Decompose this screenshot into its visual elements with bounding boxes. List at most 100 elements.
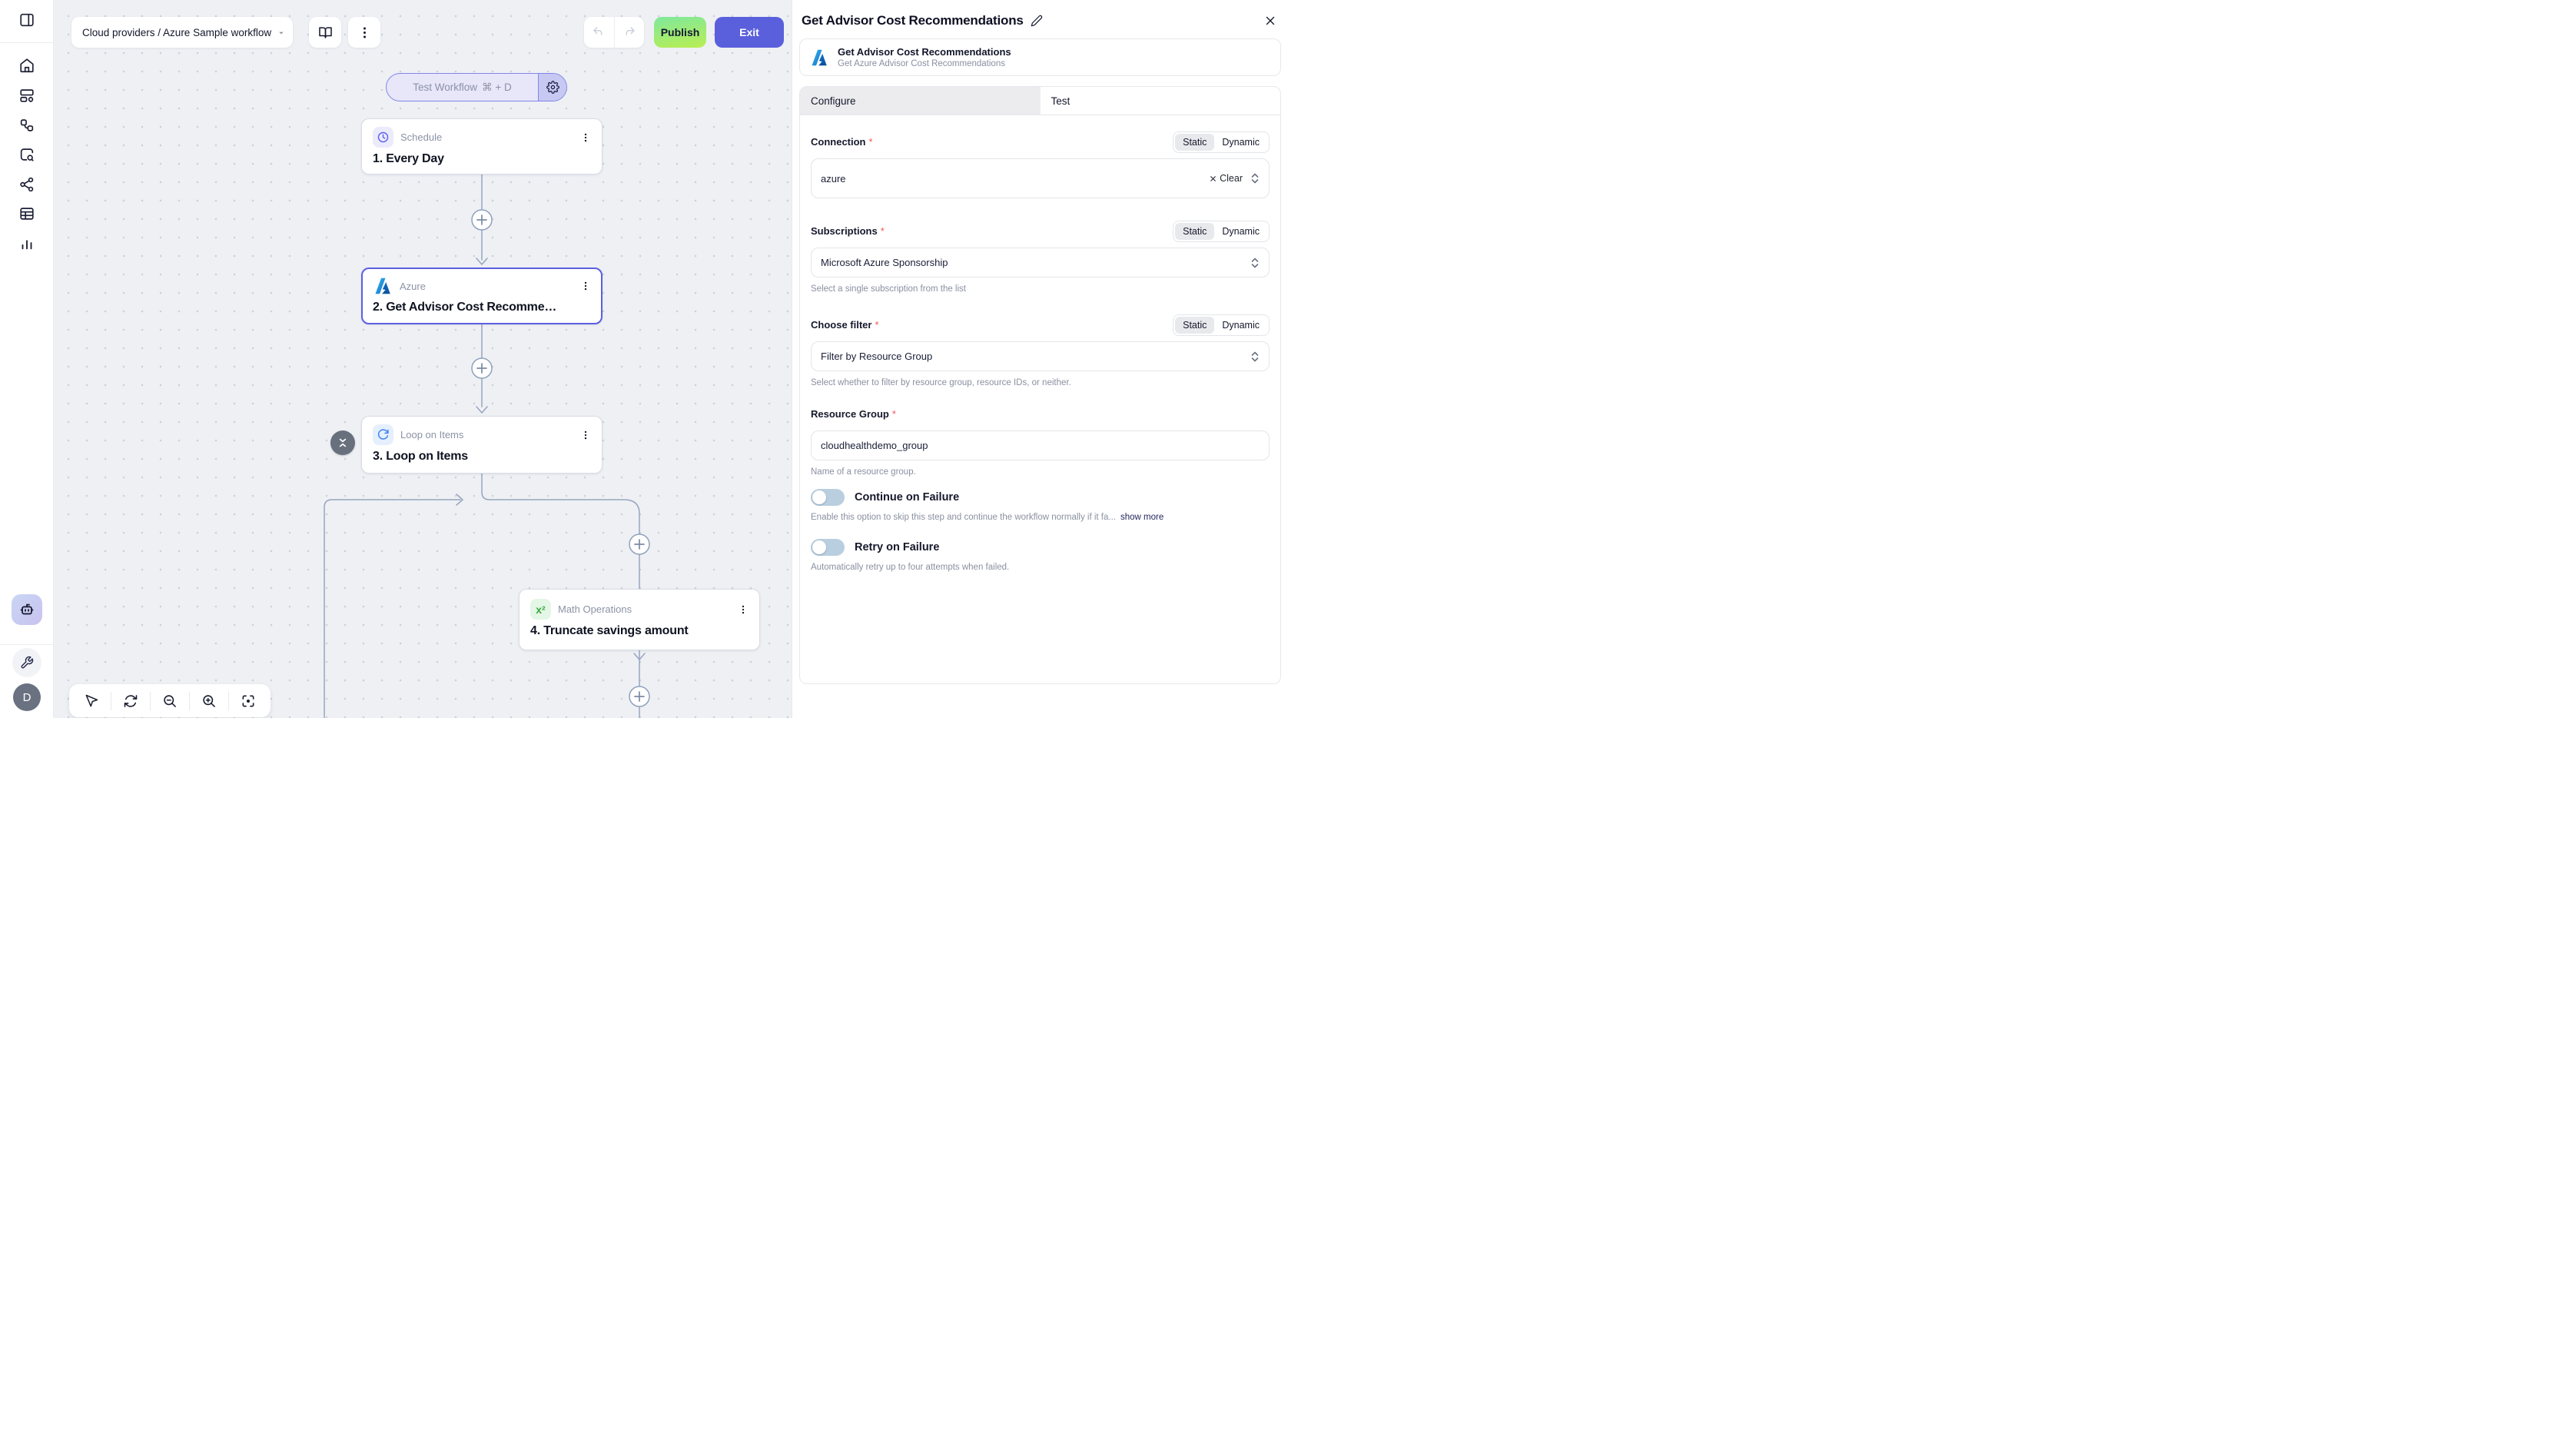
fit-view-button[interactable] [229,684,267,717]
subscriptions-helper: Select a single subscription from the li… [811,284,966,294]
breadcrumb-label: Cloud providers / Azure Sample workflow [82,26,272,38]
schedule-clock-icon [373,127,393,148]
subscriptions-select[interactable]: Microsoft Azure Sponsorship [811,248,1270,278]
publish-button[interactable]: Publish [654,17,706,48]
kebab-menu-icon [742,605,745,613]
analytics-icon[interactable] [18,234,35,251]
zoom-in-button[interactable] [190,684,228,717]
edit-pencil-icon[interactable] [1031,15,1043,27]
gear-icon [546,81,559,94]
choose-filter-field-group: Choose filter * Static Dynamic Filter by… [811,314,1270,387]
tables-icon[interactable] [18,205,35,222]
kebab-menu-icon [584,281,587,291]
show-more-link[interactable]: show more [1120,513,1164,522]
connection-label: Connection [811,136,866,148]
kebab-menu-icon [363,26,366,38]
sidebar-divider [0,644,53,645]
clear-connection-button[interactable]: Clear [1209,173,1243,184]
workflow-breadcrumb[interactable]: Cloud providers / Azure Sample workflow [71,17,293,48]
left-sidebar: D [0,0,54,718]
select-chevrons-icon [1251,173,1259,184]
share-icon[interactable] [18,176,35,193]
select-chevrons-icon [1251,258,1259,268]
resource-group-label: Resource Group [811,408,889,420]
toggle-knob [812,540,826,554]
collapse-loop-button[interactable] [330,430,355,455]
node-menu-button[interactable] [579,279,593,293]
retry-on-failure-toggle[interactable] [811,539,845,556]
ai-assistant-button[interactable] [12,594,42,625]
tab-test[interactable]: Test [1051,95,1071,107]
choose-filter-mode-toggle: Static Dynamic [1173,314,1270,336]
toggle-knob [812,490,826,504]
docs-button[interactable] [309,17,341,48]
workflow-canvas[interactable]: Cloud providers / Azure Sample workflow … [54,0,792,718]
sidebar-divider [0,42,53,43]
user-avatar[interactable]: D [13,683,41,711]
test-workflow-button[interactable]: Test Workflow ⌘ + D [386,73,567,101]
exit-button[interactable]: Exit [715,17,784,48]
tab-configure[interactable]: Configure [800,87,1041,115]
connection-mode-toggle: Static Dynamic [1173,131,1270,153]
more-options-button[interactable] [348,17,380,48]
test-workflow-shortcut: ⌘ + D [482,81,512,93]
loop-icon [373,424,393,445]
settings-tools-button[interactable] [12,648,41,677]
toolbar-divider [150,691,151,710]
step-config-panel: Get Advisor Cost Recommendations Get Adv… [792,0,1288,718]
mode-dynamic[interactable]: Dynamic [1222,319,1260,331]
subscriptions-field-group: Subscriptions * Static Dynamic Microsoft… [811,220,1270,294]
home-icon[interactable] [18,57,35,74]
node-menu-button[interactable] [579,428,593,442]
chevron-down-icon [280,31,284,34]
choose-filter-select[interactable]: Filter by Resource Group [811,341,1270,371]
mode-static[interactable]: Static [1175,133,1215,151]
dashboard-builder-icon[interactable] [18,87,35,104]
node-azure-get-advisor[interactable]: Azure 2. Get Advisor Cost Recomme… [361,268,603,324]
mode-static[interactable]: Static [1175,222,1215,240]
node-schedule[interactable]: Schedule 1. Every Day [361,118,603,175]
mode-static[interactable]: Static [1175,316,1215,334]
add-step-button [471,357,493,379]
required-marker: * [891,408,896,420]
workflow-builder-app: D [0,0,1288,718]
focus-center-icon [242,695,254,706]
node-math-operations[interactable]: x² Math Operations 4. Truncate savings a… [519,589,760,650]
zoom-out-button[interactable] [151,684,189,717]
connection-field-group: Connection * Static Dynamic azure Clear [811,131,1270,198]
mode-dynamic[interactable]: Dynamic [1222,136,1260,148]
test-settings-button[interactable] [538,74,566,101]
sync-icon [124,694,138,707]
node-menu-button[interactable] [579,131,593,145]
panel-toggle-icon[interactable] [18,12,35,28]
resource-group-input[interactable] [811,430,1270,460]
robot-icon [20,603,34,615]
search-library-icon[interactable] [18,146,35,163]
resource-group-field-group: Resource Group * Name of a resource grou… [811,403,1270,477]
workflows-icon[interactable] [18,117,35,134]
mode-dynamic[interactable]: Dynamic [1222,225,1260,237]
panel-tabs: Configure Test [800,87,1280,115]
step-action-name: Get Advisor Cost Recommendations [838,46,1011,58]
node-app-label: Loop on Items [400,429,464,440]
panel-title: Get Advisor Cost Recommendations [802,13,1024,28]
node-title: 4. Truncate savings amount [530,624,689,637]
select-tool-button[interactable] [72,684,111,717]
subscriptions-value: Microsoft Azure Sponsorship [821,257,948,268]
panel-header: Get Advisor Cost Recommendations [802,13,1277,28]
book-open-icon [318,26,332,38]
redo-button[interactable] [613,17,645,48]
clear-x-icon [1210,175,1216,181]
node-app-label: Schedule [400,131,443,143]
close-icon[interactable] [1263,14,1277,28]
node-title: 1. Every Day [373,152,444,165]
azure-logo-icon [812,49,827,65]
connection-select[interactable]: azure Clear [811,158,1270,198]
undo-button[interactable] [584,17,614,48]
refresh-layout-button[interactable] [111,684,150,717]
continue-on-failure-toggle[interactable] [811,489,845,506]
node-loop-on-items[interactable]: Loop on Items 3. Loop on Items [361,416,603,474]
node-title: 3. Loop on Items [373,450,468,463]
math-operations-icon: x² [530,599,551,620]
node-menu-button[interactable] [736,603,750,617]
